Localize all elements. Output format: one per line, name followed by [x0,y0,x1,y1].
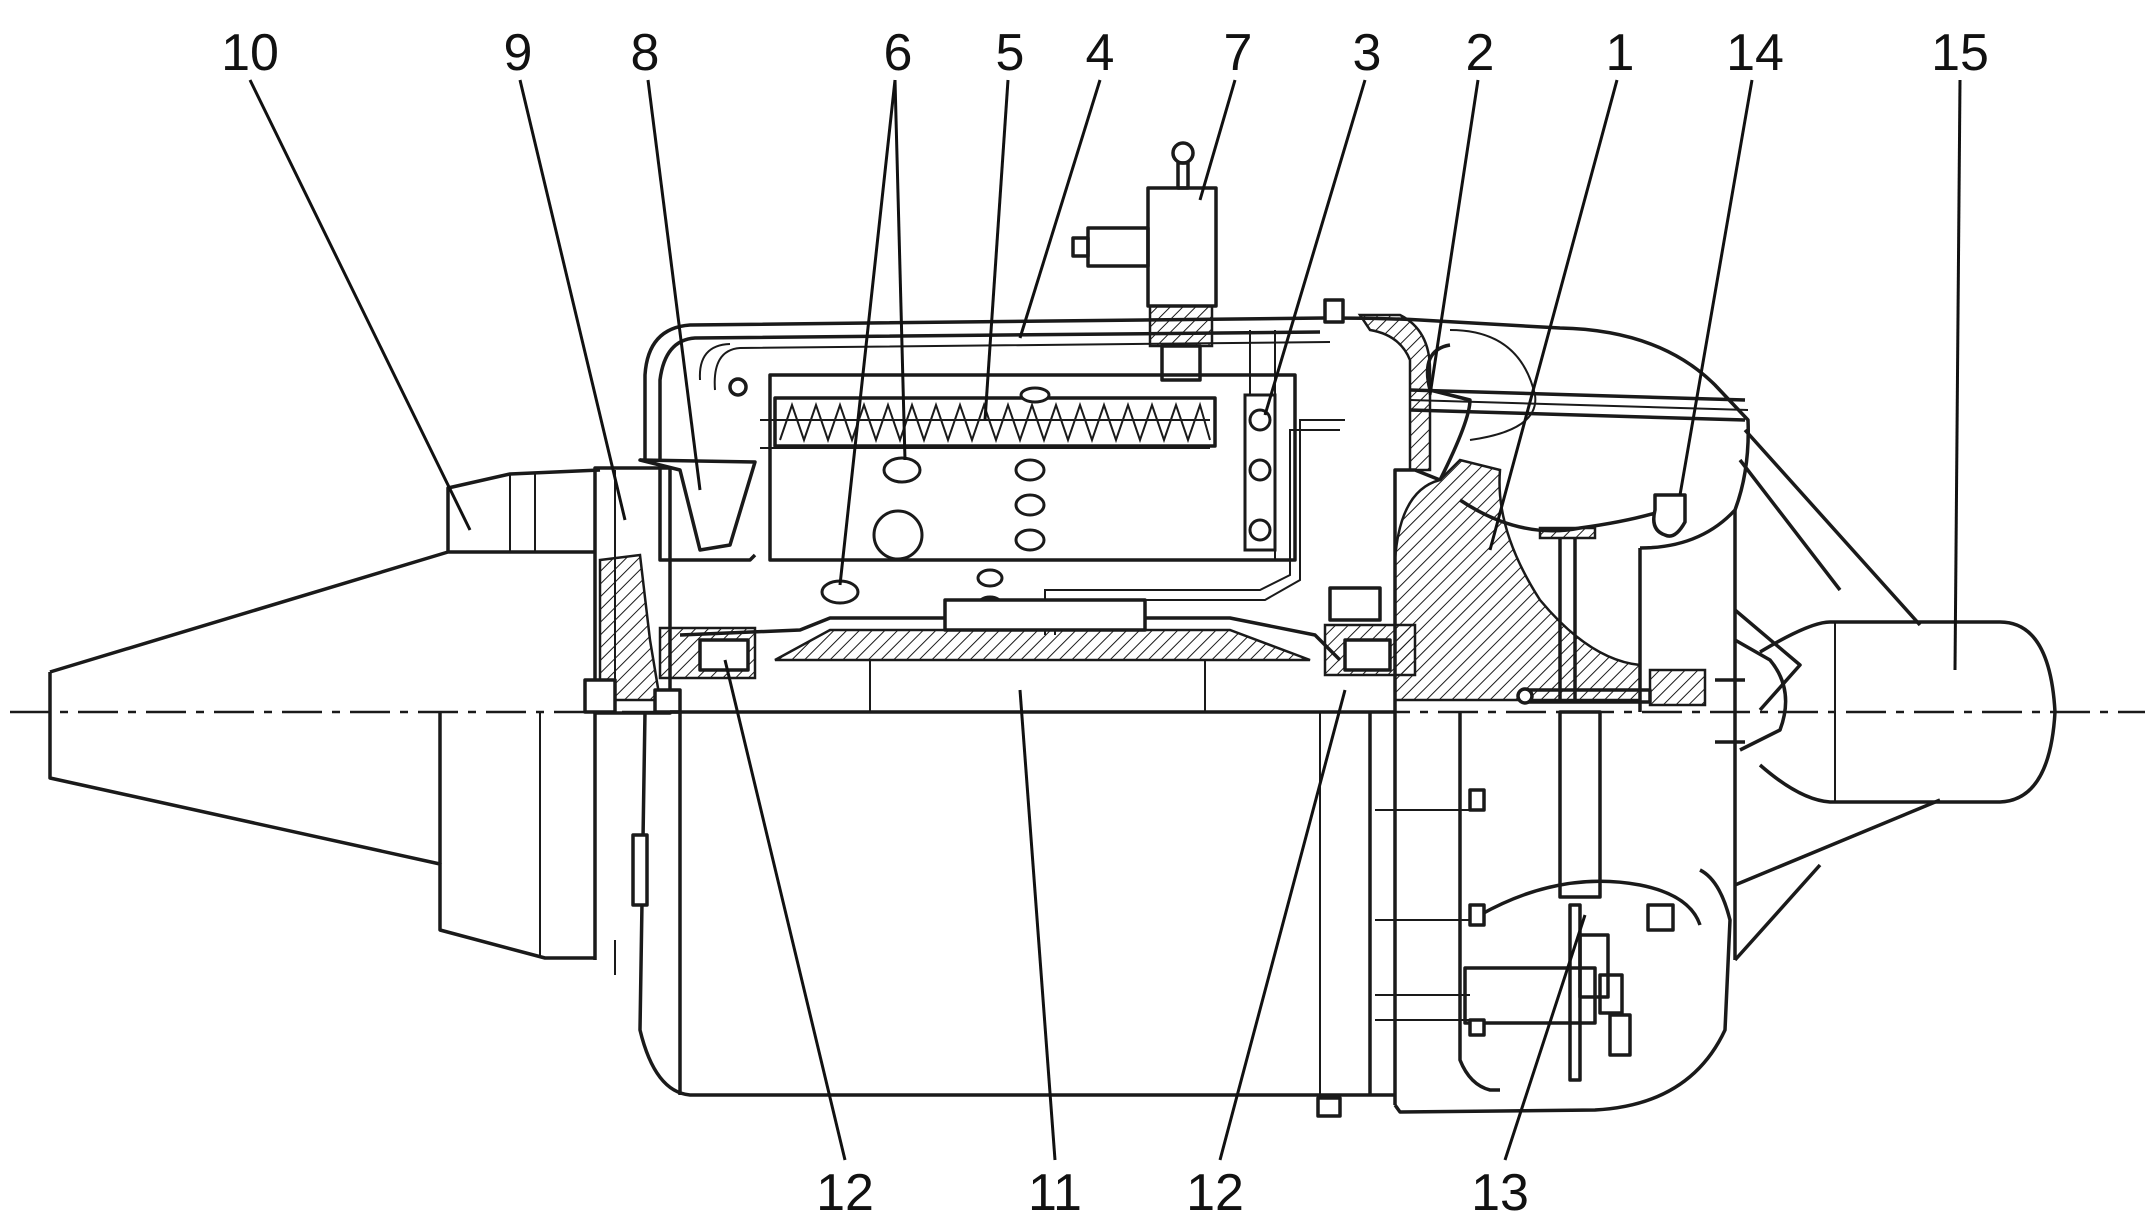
label-9: 9 [504,24,533,82]
label-12-left: 12 [816,1164,874,1221]
label-4: 4 [1086,24,1115,82]
bearings [658,586,1417,680]
glow-plug [1652,493,1687,538]
label-8: 8 [631,24,660,82]
label-2: 2 [1466,24,1495,82]
leader-lines [248,79,1962,1161]
starter-cone [1758,620,2057,804]
turbine-section [583,458,757,715]
label-6: 6 [884,24,913,82]
compressor [1393,329,1681,712]
main-shaft [670,598,1395,714]
diffuser-housing [1323,298,1749,472]
part-number-labels: 10 9 8 6 5 4 7 3 2 1 14 15 12 11 12 13 [221,24,1989,1221]
label-7: 7 [1224,24,1253,82]
label-5: 5 [996,24,1025,82]
label-12-right: 12 [1186,1164,1244,1221]
label-3: 3 [1353,24,1382,82]
liner-holes [820,456,1046,615]
label-13: 13 [1471,1164,1529,1221]
inlet-housing [1516,428,1941,962]
label-15: 15 [1931,24,1989,82]
label-14: 14 [1726,24,1784,82]
combustion-chamber [658,330,1297,562]
vaporizer-coil [773,386,1217,448]
exhaust-nozzle [48,468,601,960]
accessory-housing [1375,710,1702,1092]
label-10: 10 [221,24,279,82]
outer-casing [643,316,1750,550]
fuel-valve [1071,141,1218,382]
label-11: 11 [1028,1164,1082,1221]
label-1: 1 [1606,24,1635,82]
lower-body [614,711,1732,1118]
